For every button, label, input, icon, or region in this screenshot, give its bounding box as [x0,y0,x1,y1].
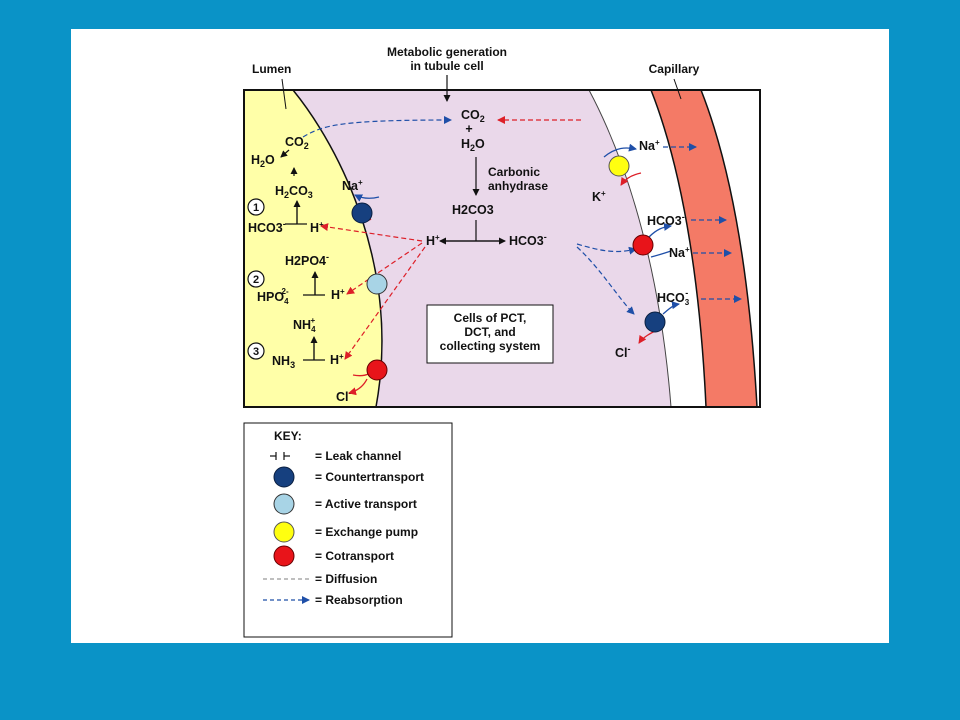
lumen-label: Lumen [252,62,291,76]
cl-exit-arrow [348,378,368,396]
countertransport-lumen-transporter [351,202,373,224]
key-active-transport: = Active transport [315,497,417,511]
capillary-region [650,90,758,407]
h-ion-center: H+ [426,233,440,248]
exchange-pump-transporter [608,155,630,177]
lumen-hpo4: HPO42- [257,287,289,306]
hco3-center: HCO3- [509,232,547,248]
lumen-h-2: H+ [331,287,345,302]
lumen-nh4: NH4+ [293,316,316,334]
na-exit-arrow [603,143,637,158]
lumen-h2o: H2O [251,153,275,169]
key-exchange-pump-symbol [273,521,295,543]
co2-to-h2o-arrow [280,149,290,158]
key-active-transport-symbol [273,493,295,515]
step-2-circle [247,270,265,288]
cotransport-lumen-transporter [366,359,388,381]
lumen-nh3: NH3 [272,354,295,370]
step-1-number: 1 [253,202,259,214]
key-leak-channel: = Leak channel [315,449,401,463]
key-cotransport: = Cotransport [315,549,394,563]
cotransport-capillary-transporter [632,234,654,256]
h-secretion-arrow-2 [346,242,423,295]
h2co3-center: H2CO3 [452,203,494,217]
carbonic-anhydrase-label-2: anhydrase [488,179,548,193]
na-entry-arrow [354,194,380,202]
lumen-h-3: H+ [330,352,344,367]
capillary-leader-line [673,78,682,100]
cap-hco3-1: HCO3- [647,212,685,228]
metabolic-generation-label-2: in tubule cell [410,59,483,73]
step-1-circle [247,198,265,216]
hco3-exit-arrow-1 [648,222,672,238]
hco3-exit-arrow-2 [662,301,680,315]
step-3-number: 3 [253,346,259,358]
countertransport-capillary-transporter [644,311,666,333]
capillary-label: Capillary [649,62,700,76]
cap-hco3-2: HCO3- [657,288,690,307]
co2-reabsorption-arrow [302,116,452,138]
k-entry-arrow [620,172,642,186]
lumen-hco3: HCO3- [248,219,286,235]
key-cotransport-symbol [273,545,295,567]
lumen-h2po4: H2PO4- [285,252,329,268]
lumen-region [244,90,383,407]
cells-label-3: collecting system [440,339,541,353]
h-secretion-arrow-3 [344,246,426,360]
h-secretion-arrow-1 [320,223,423,242]
lumen-na: Na+ [342,178,363,193]
carbonic-anhydrase-label: Carbonic [488,165,540,179]
renal-acid-base-diagram: Lumen Metabolic generation in tubule cel… [243,45,761,638]
cells-label-1: Cells of PCT, [454,311,527,325]
key-diffusion: = Diffusion [315,572,377,586]
active-transport-transporter [366,273,388,295]
cap-k: K+ [592,189,606,204]
step-2-number: 2 [253,274,259,286]
key-countertransport: = Countertransport [315,470,424,484]
key-title: KEY: [274,429,302,443]
cap-na-2: Na+ [669,245,690,260]
h2o-center: H2O [461,137,485,153]
lumen-h2co3: H2CO3 [275,184,313,200]
cap-na: Na+ [639,138,660,153]
metabolic-generation-label: Metabolic generation [387,45,507,59]
plus-sign: + [465,122,472,136]
cap-cl: Cl- [615,344,631,360]
na-exit-curve-2 [650,250,672,258]
slide: Lumen Metabolic generation in tubule cel… [71,29,889,643]
step-3-circle [247,342,265,360]
hco3-to-countertransport-arrow [576,246,635,315]
key-countertransport-symbol [273,466,295,488]
diagram-frame [243,89,761,408]
key-exchange-pump: = Exchange pump [315,525,418,539]
lumen-leader-line [281,78,287,110]
cells-label-box [426,304,554,364]
leak-channel-symbol [270,452,290,460]
lumen-co2: CO2 [285,135,309,151]
key-reabsorption: = Reabsorption [315,593,403,607]
cells-label-2: DCT, and [464,325,515,339]
co2-center: CO2 [461,108,485,124]
